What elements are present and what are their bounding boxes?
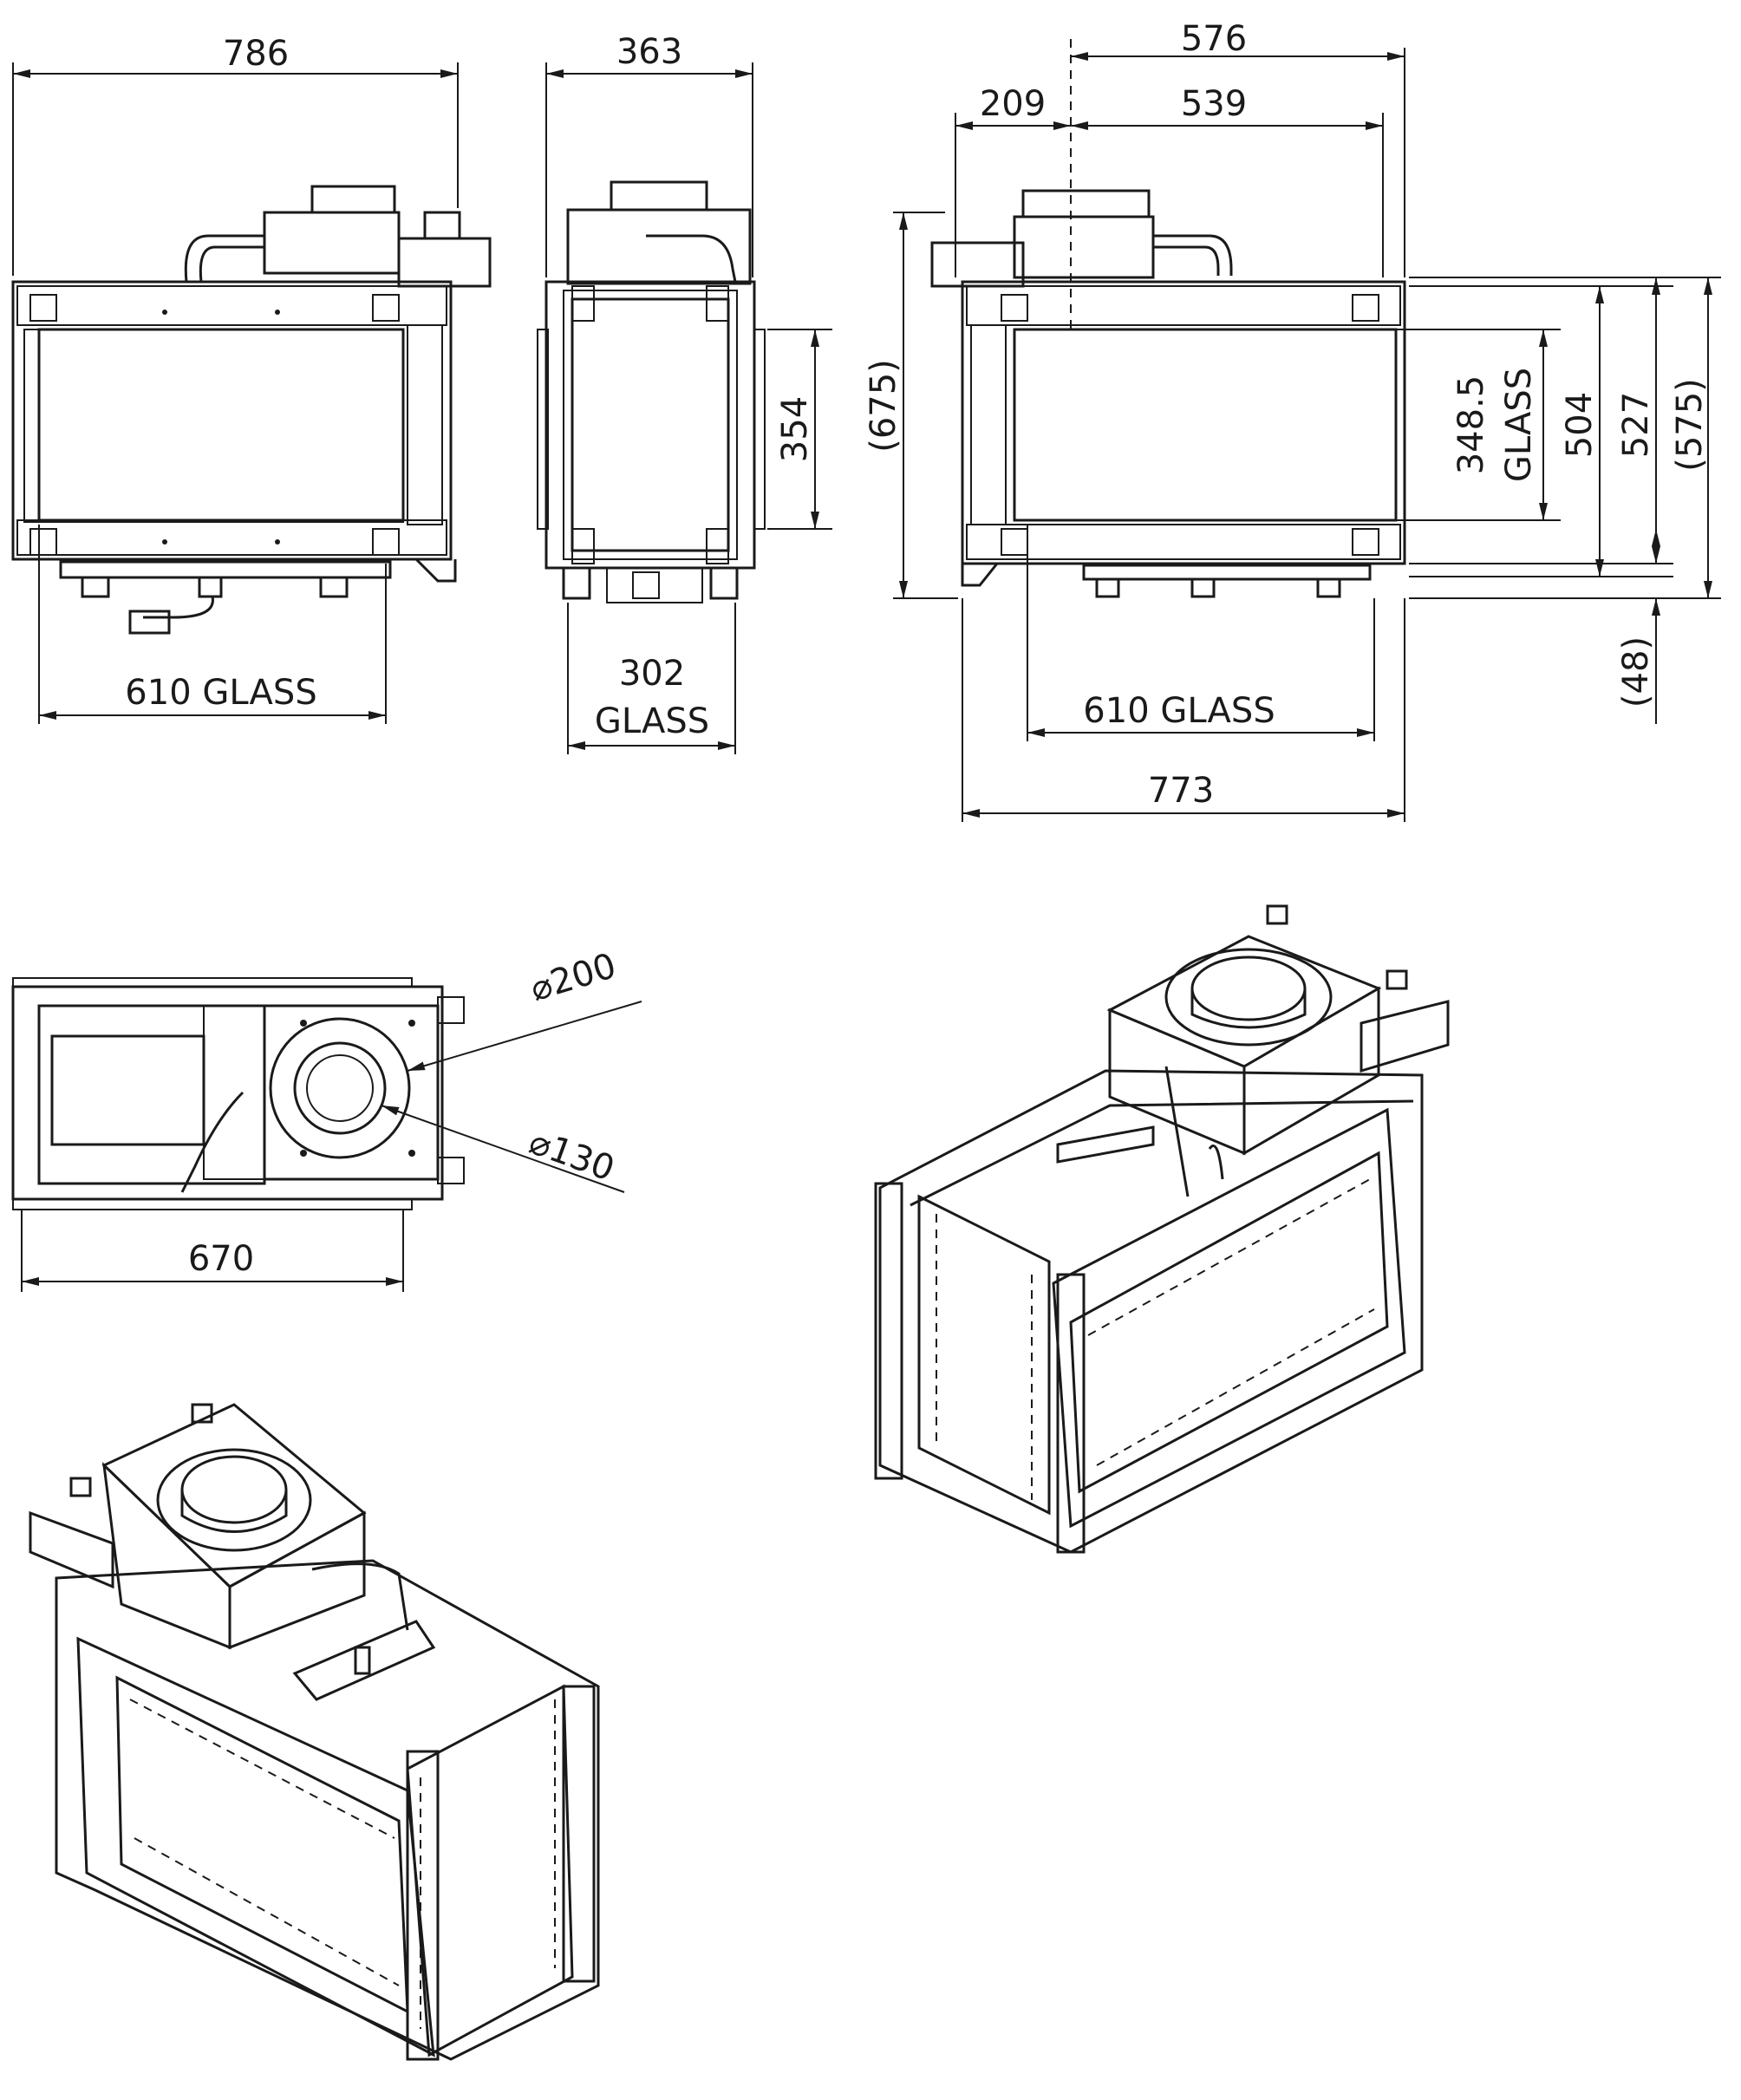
dim-glass-height: 348.5 bbox=[1451, 375, 1491, 475]
dim-glass-height-label: GLASS bbox=[1499, 368, 1539, 482]
dim-front-glass-width: 610 GLASS bbox=[125, 673, 316, 713]
dim-overall-height: (575) bbox=[1670, 378, 1710, 472]
dim-front-width: 786 bbox=[223, 34, 289, 74]
dim-flue-inner-diameter: ⌀130 bbox=[524, 1122, 619, 1190]
dim-leg-height: (48) bbox=[1616, 636, 1656, 708]
dim-top-view-width: 670 bbox=[188, 1239, 254, 1279]
dim-side-glass-width: 302 bbox=[619, 654, 685, 694]
top-view: ⌀200 ⌀130 670 bbox=[11, 946, 642, 1292]
rear-view: 576 209 539 (675) 348.5 GLASS 504 527 (5… bbox=[864, 19, 1721, 822]
iso-view-right bbox=[874, 904, 1450, 1554]
dim-rear-width: 773 bbox=[1148, 771, 1214, 811]
side-view: 363 354 302 GLASS bbox=[537, 32, 832, 754]
dim-rear-top-inner: 539 bbox=[1181, 84, 1247, 124]
front-view: 786 610 GLASS bbox=[11, 34, 492, 724]
dim-side-glass-label: GLASS bbox=[595, 701, 709, 741]
dim-height-total: (675) bbox=[864, 359, 903, 453]
dim-flue-outer-diameter: ⌀200 bbox=[525, 946, 620, 1009]
iso-view-left bbox=[29, 1403, 600, 2061]
dim-rear-glass-width: 610 GLASS bbox=[1083, 691, 1275, 731]
dim-side-glass-height: 354 bbox=[775, 396, 815, 462]
dim-rear-top-total: 576 bbox=[1181, 19, 1247, 59]
dim-frame-height: 527 bbox=[1616, 392, 1656, 458]
dim-opening-height: 504 bbox=[1560, 392, 1600, 458]
dim-side-depth: 363 bbox=[616, 32, 682, 72]
dim-rear-offset: 209 bbox=[980, 84, 1046, 124]
